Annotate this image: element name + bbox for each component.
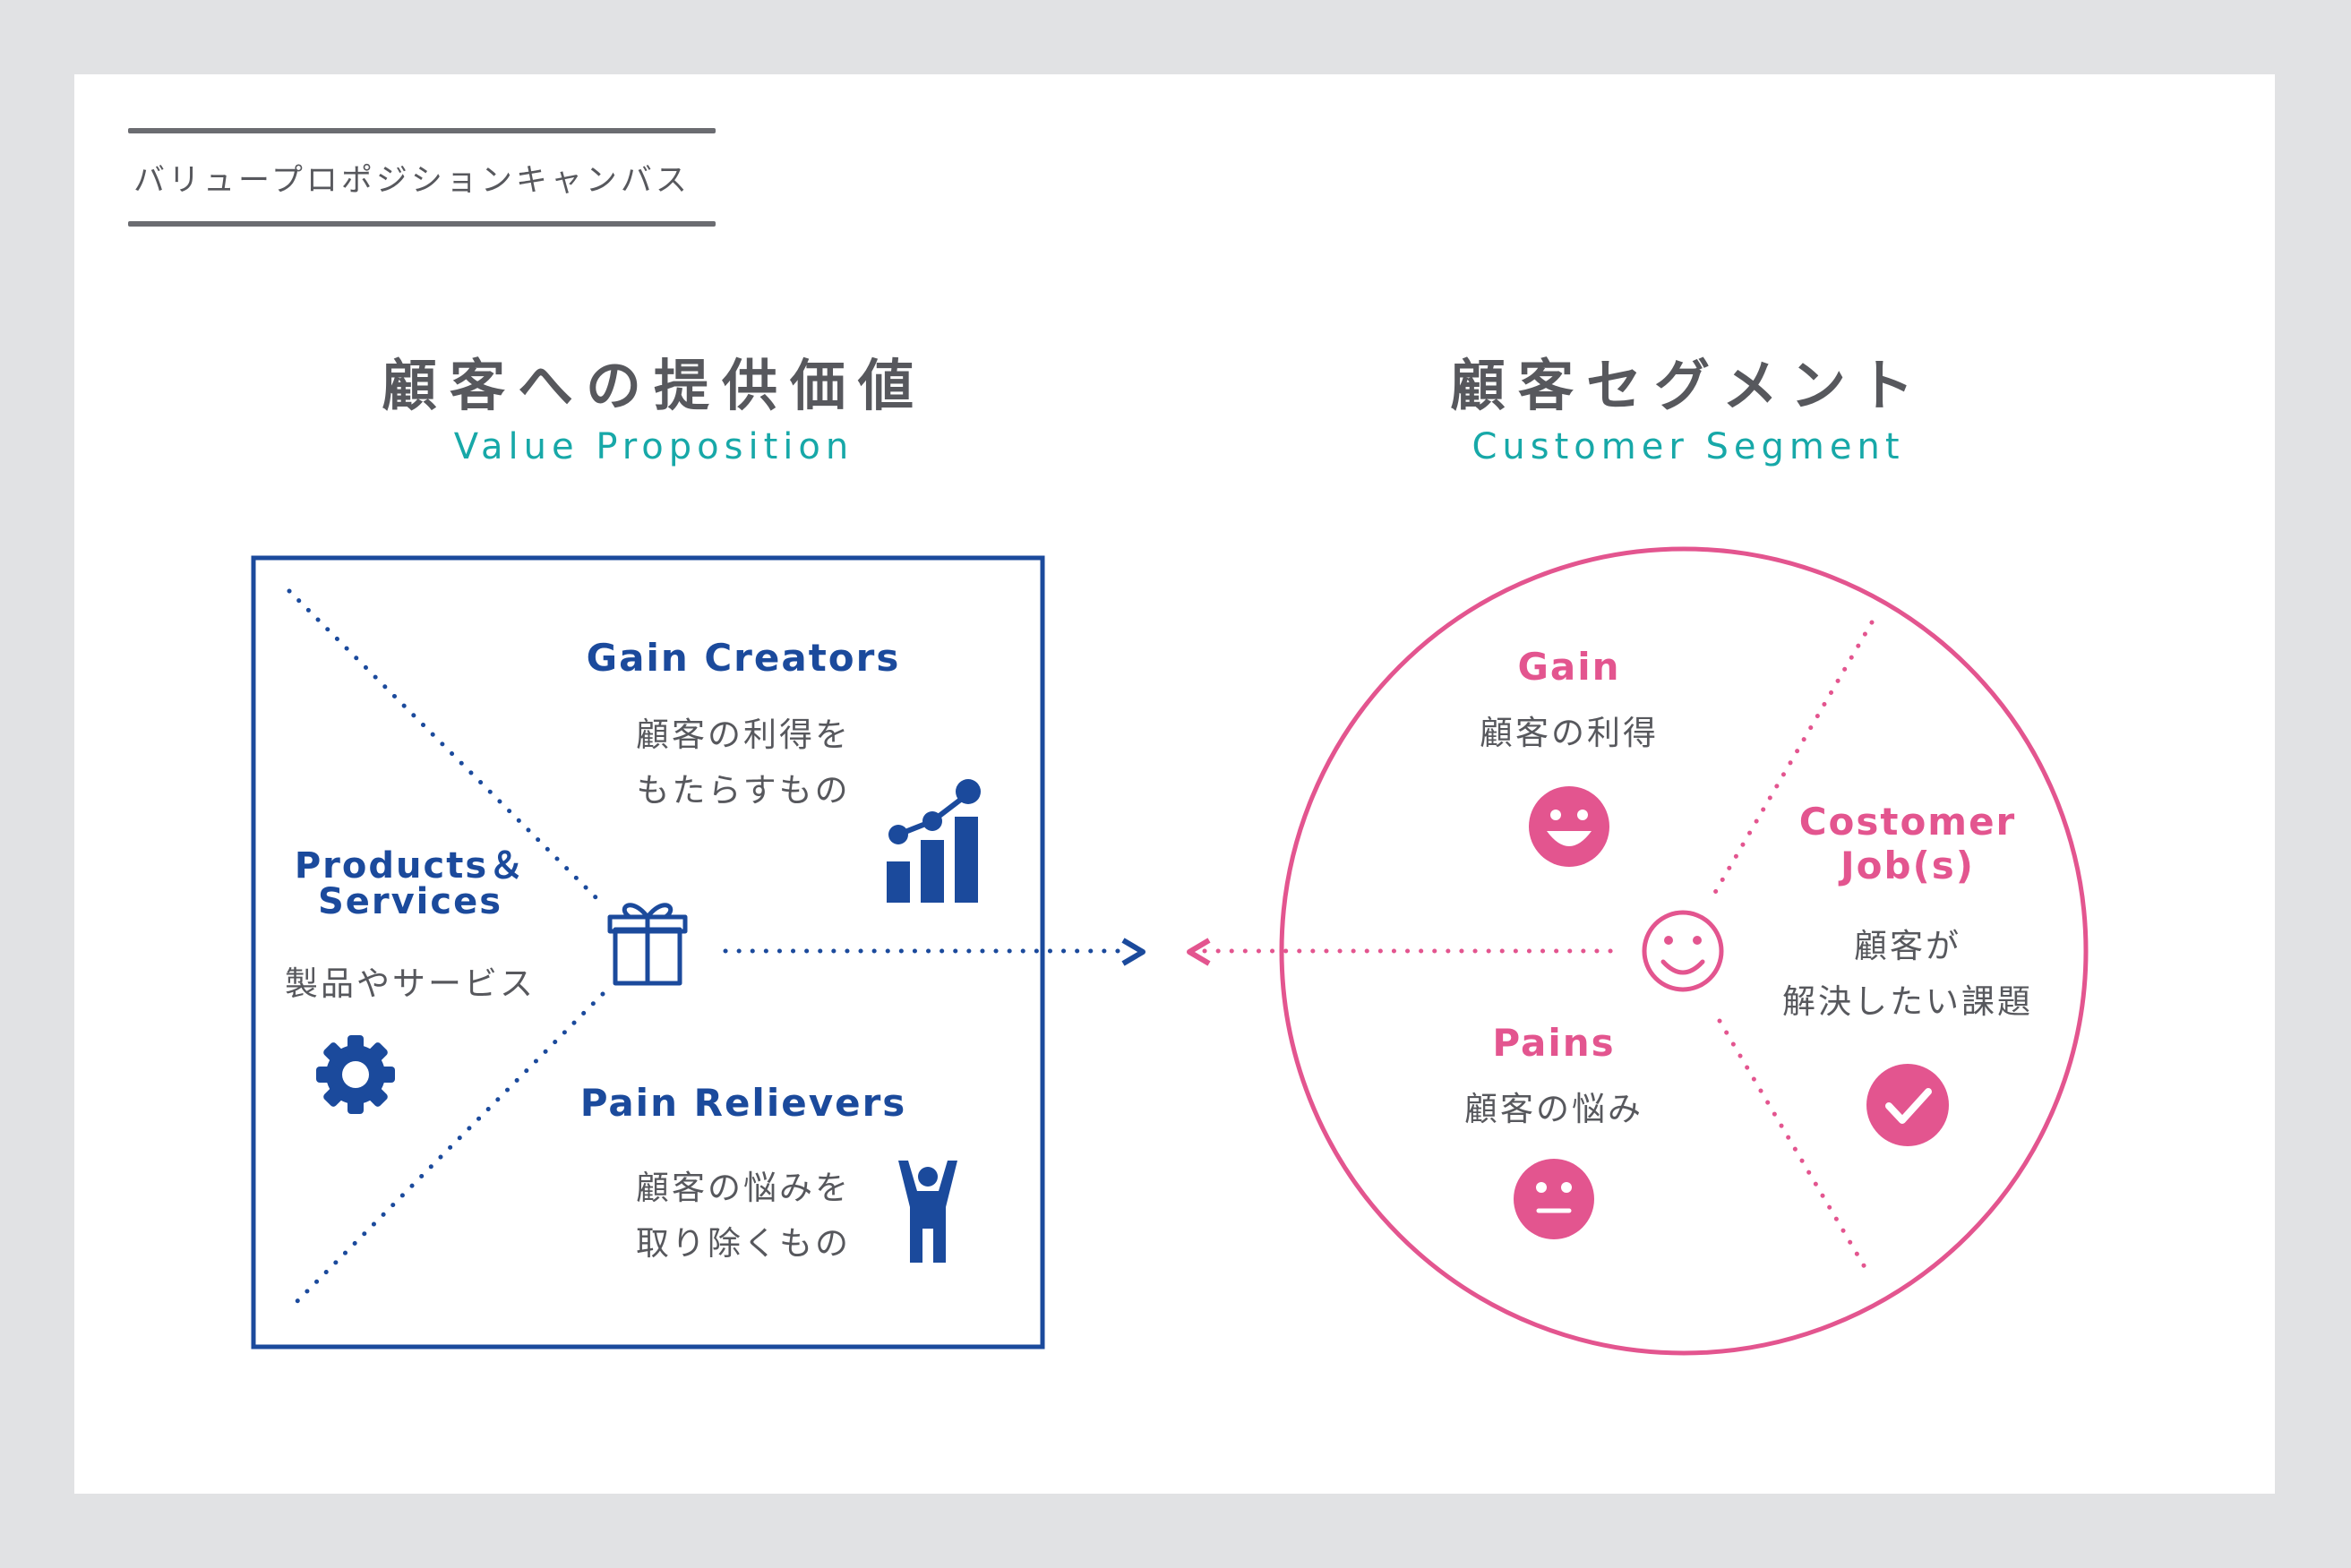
checkmark-icon — [1866, 1064, 1949, 1146]
arrow-to-customer-head — [1121, 938, 1145, 966]
square-divider-lower — [288, 991, 605, 1310]
circle-divider-lower — [1717, 1018, 1870, 1274]
products-services-desc: 製品やサービス — [285, 964, 536, 1003]
pain-relievers-desc-line1: 顧客の悩みを — [636, 1169, 851, 1207]
header-bottom-rule — [128, 221, 716, 227]
pains-title: Pains — [1492, 1021, 1616, 1065]
smiley-outline-icon — [1642, 910, 1724, 992]
circle-divider-upper — [1711, 620, 1875, 898]
gain-creators-desc-line1: 顧客の利得を — [636, 715, 851, 754]
customer-segment-title: 顧客セグメント — [1449, 353, 1926, 418]
header-block: バリュープロポジションキャンバス — [128, 128, 716, 228]
gain-creators-desc-line2: もたらすもの — [636, 771, 851, 810]
products-services-title-line1: Products＆ — [294, 845, 527, 887]
chart-growth-icon — [887, 779, 981, 903]
neutral-face-icon — [1514, 1159, 1594, 1239]
value-proposition-square — [251, 555, 1045, 1350]
pain-relievers-desc-line2: 取り除くもの — [636, 1224, 851, 1263]
customer-jobs-title-line2: Job(s) — [1840, 844, 1975, 887]
customer-segment-subtitle: Customer Segment — [1472, 426, 1905, 467]
gain-creators-title: Gain Creators — [586, 636, 901, 680]
pain-relievers-title: Pain Relievers — [579, 1081, 907, 1125]
customer-jobs-desc-line1: 顧客が — [1854, 927, 1961, 965]
header-title: バリュープロポジションキャンバス — [133, 163, 691, 199]
gain-title: Gain — [1517, 645, 1621, 689]
customer-jobs-desc-line2: 解決したい課題 — [1782, 982, 2033, 1021]
canvas-card — [74, 74, 2275, 1494]
customer-segment-circle — [1279, 546, 2089, 1356]
header-top-rule — [128, 128, 716, 133]
gear-icon — [316, 1035, 395, 1114]
pains-desc: 顧客の悩み — [1464, 1090, 1643, 1128]
value-proposition-subtitle: Value Proposition — [453, 426, 854, 467]
customer-jobs-title-line1: Costomer — [1798, 800, 2017, 844]
arrow-to-value-head — [1187, 938, 1211, 966]
happy-face-icon — [1529, 786, 1609, 867]
gain-desc: 顧客の利得 — [1480, 714, 1659, 752]
gift-icon — [607, 903, 688, 986]
products-services-title-line2: Services — [317, 881, 503, 922]
value-proposition-title: 顧客への提供価値 — [381, 353, 926, 418]
person-cheering-icon — [898, 1161, 957, 1263]
